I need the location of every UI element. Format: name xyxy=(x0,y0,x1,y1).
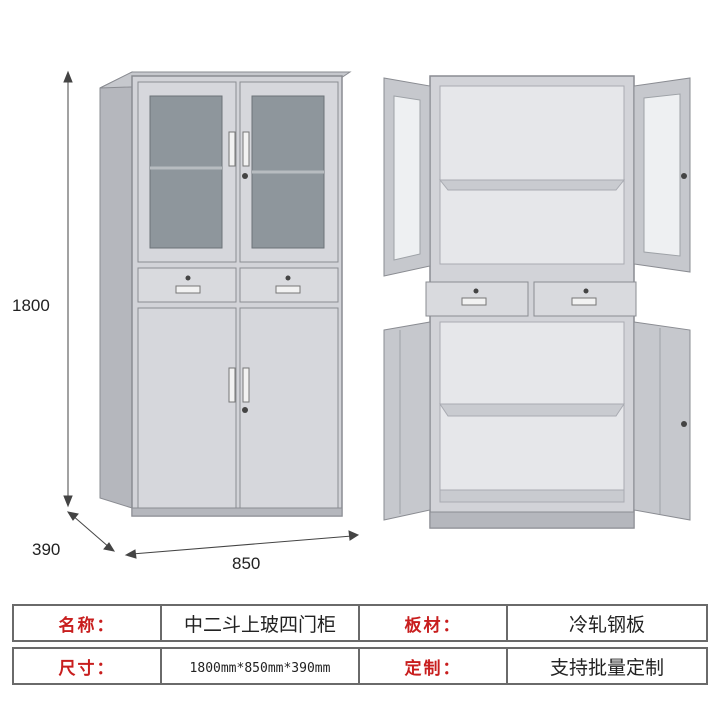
glass-pane-left xyxy=(149,95,223,249)
material-label-cell: 板材： xyxy=(358,604,508,642)
width-dimension-line xyxy=(124,530,360,559)
custom-label: 定制： xyxy=(404,658,462,679)
name-label: 名称： xyxy=(58,615,116,636)
material-value: 冷轧钢板 xyxy=(568,613,645,636)
closed-cabinet xyxy=(99,71,352,517)
handle-upper-right xyxy=(242,131,250,167)
spec-row-size: 尺寸： 1800mm*850mm*390mm 定制： 支持批量定制 xyxy=(12,647,708,685)
material-label: 板材： xyxy=(404,615,462,636)
custom-value-cell: 支持批量定制 xyxy=(506,647,708,685)
depth-label: 390 xyxy=(32,540,61,559)
size-label: 尺寸： xyxy=(58,658,116,679)
size-value: 1800mm*850mm*390mm xyxy=(189,660,331,676)
size-value-cell: 1800mm*850mm*390mm xyxy=(160,647,360,685)
custom-label-cell: 定制： xyxy=(358,647,508,685)
name-value: 中二斗上玻四门柜 xyxy=(183,613,336,636)
lower-door-left xyxy=(137,307,237,509)
size-label-cell: 尺寸： xyxy=(12,647,162,685)
material-value-cell: 冷轧钢板 xyxy=(506,604,708,642)
height-dimension-line xyxy=(63,70,73,508)
product-illustration: 1800 390 850 xyxy=(12,70,691,573)
open-cabinet xyxy=(383,75,691,529)
width-label: 850 xyxy=(232,554,261,573)
handle-upper-left xyxy=(228,131,236,167)
cabinet-drawings xyxy=(63,70,691,559)
height-label: 1800 xyxy=(12,296,50,315)
spec-table: 名称： 中二斗上玻四门柜 板材： 冷轧钢板 尺寸： 1800mm*850mm*3… xyxy=(12,604,708,685)
custom-value: 支持批量定制 xyxy=(549,656,664,679)
depth-dimension-line xyxy=(66,511,116,552)
drawer-left xyxy=(137,267,237,303)
lower-door-right xyxy=(239,307,339,509)
drawer-right xyxy=(239,267,339,303)
spec-row-name: 名称： 中二斗上玻四门柜 板材： 冷轧钢板 xyxy=(12,604,708,642)
lock-upper xyxy=(242,173,248,179)
name-value-cell: 中二斗上玻四门柜 xyxy=(160,604,360,642)
name-label-cell: 名称： xyxy=(12,604,162,642)
